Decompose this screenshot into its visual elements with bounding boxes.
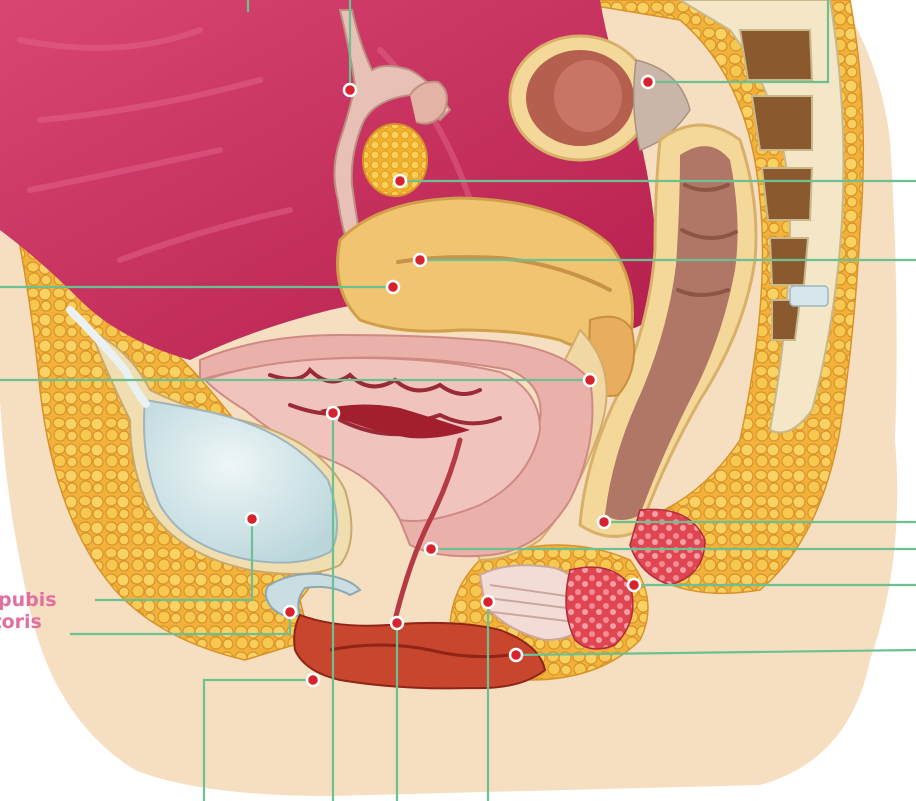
dot-urethra — [391, 617, 403, 629]
dot-anus — [510, 649, 522, 661]
dot-uterus — [387, 281, 399, 293]
dot-perineum — [482, 596, 494, 608]
dot-rectum — [598, 516, 610, 528]
dot-sigmoid — [642, 76, 654, 88]
dot-vagina — [425, 543, 437, 555]
label-pubis: pubis — [0, 589, 57, 611]
sigmoid-colon-inner — [554, 60, 622, 132]
dot-cervix — [584, 374, 596, 386]
dot-uterine-cavity — [414, 254, 426, 266]
dot-anal-sphincter — [628, 579, 640, 591]
dot-ovary — [394, 175, 406, 187]
dot-bladder-lumen — [327, 407, 339, 419]
dot-bladder — [246, 513, 258, 525]
label-clitoris: ítoris — [0, 611, 42, 633]
external-anal-sphincter — [566, 567, 633, 649]
dot-labia — [307, 674, 319, 686]
coccyx-disc — [790, 286, 828, 306]
dot-clitoris — [284, 606, 296, 618]
dot-fallopian-tube — [344, 84, 356, 96]
